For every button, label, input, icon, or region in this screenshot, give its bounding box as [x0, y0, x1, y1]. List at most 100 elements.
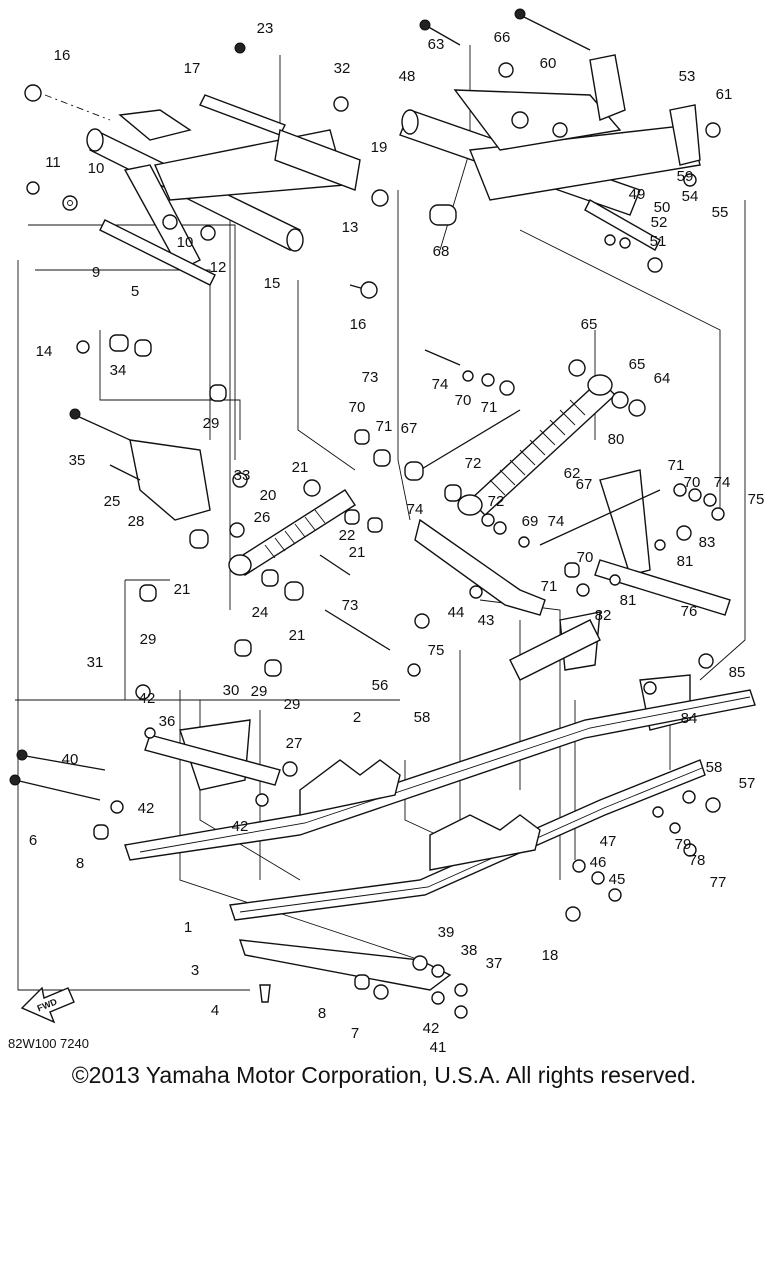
callout-8: 8 [318, 1005, 326, 1022]
fwd-arrow-icon: FWD [20, 986, 75, 1024]
callout-15: 15 [264, 275, 281, 292]
callout-74: 74 [407, 501, 424, 518]
callout-37: 37 [486, 955, 503, 972]
callout-42: 42 [139, 690, 156, 707]
callout-35: 35 [69, 452, 86, 469]
callout-54: 54 [682, 188, 699, 205]
callout-71: 71 [481, 399, 498, 416]
callout-5: 5 [131, 283, 139, 300]
callout-4: 4 [211, 1002, 219, 1019]
callout-79: 79 [675, 836, 692, 853]
callout-58: 58 [706, 759, 723, 776]
callout-70: 70 [455, 392, 472, 409]
callout-3: 3 [191, 962, 199, 979]
callout-43: 43 [478, 612, 495, 629]
callout-48: 48 [399, 68, 416, 85]
callout-80: 80 [608, 431, 625, 448]
callout-59: 59 [677, 168, 694, 185]
callout-1: 1 [184, 919, 192, 936]
callout-12: 12 [210, 259, 227, 276]
callout-58: 58 [414, 709, 431, 726]
front-shock-absorber [228, 489, 356, 576]
callout-9: 9 [92, 264, 100, 281]
callout-labels: 1234567889101011121314151616171819202121… [29, 20, 765, 1056]
callout-14: 14 [36, 343, 53, 360]
callout-29: 29 [251, 683, 268, 700]
callout-49: 49 [629, 186, 646, 203]
callout-74: 74 [548, 513, 565, 530]
callout-57: 57 [739, 775, 756, 792]
callout-70: 70 [349, 399, 366, 416]
callout-85: 85 [729, 664, 746, 681]
callout-26: 26 [254, 509, 271, 526]
callout-21: 21 [349, 544, 366, 561]
callout-61: 61 [716, 86, 733, 103]
callout-29: 29 [203, 415, 220, 432]
callout-16: 16 [54, 47, 71, 64]
exploded-parts-diagram: FWD 123456788910101112131415161617181920… [9, 8, 765, 1056]
callout-75: 75 [748, 491, 765, 508]
callout-71: 71 [541, 578, 558, 595]
callout-2: 2 [353, 709, 361, 726]
callout-74: 74 [714, 474, 731, 491]
callout-81: 81 [677, 553, 694, 570]
callout-29: 29 [140, 631, 157, 648]
callout-76: 76 [681, 603, 698, 620]
callout-70: 70 [577, 549, 594, 566]
callout-75: 75 [428, 642, 445, 659]
rods [9, 8, 661, 801]
rear-shock-absorber [457, 374, 617, 516]
callout-27: 27 [286, 735, 303, 752]
callout-23: 23 [257, 20, 274, 37]
callout-73: 73 [342, 597, 359, 614]
callout-72: 72 [488, 493, 505, 510]
callout-69: 69 [522, 513, 539, 530]
callout-50: 50 [654, 199, 671, 216]
callout-24: 24 [252, 604, 269, 621]
callout-53: 53 [679, 68, 696, 85]
callout-21: 21 [289, 627, 306, 644]
callout-83: 83 [699, 534, 716, 551]
callout-42: 42 [138, 800, 155, 817]
callout-41: 41 [430, 1039, 447, 1056]
callout-77: 77 [710, 874, 727, 891]
callout-7: 7 [351, 1025, 359, 1042]
rear-suspension-arm [399, 54, 701, 251]
callout-67: 67 [576, 476, 593, 493]
callout-65: 65 [629, 356, 646, 373]
callout-8: 8 [76, 855, 84, 872]
callout-30: 30 [223, 682, 240, 699]
callout-20: 20 [260, 487, 277, 504]
callout-64: 64 [654, 370, 671, 387]
callout-44: 44 [448, 604, 465, 621]
callout-25: 25 [104, 493, 121, 510]
callout-72: 72 [465, 455, 482, 472]
callout-55: 55 [712, 204, 729, 221]
copyright-notice: ©2013 Yamaha Motor Corporation, U.S.A. A… [71, 1062, 697, 1088]
callout-45: 45 [609, 871, 626, 888]
callout-29: 29 [284, 696, 301, 713]
callout-40: 40 [62, 751, 79, 768]
callout-63: 63 [428, 36, 445, 53]
callout-84: 84 [681, 710, 698, 727]
callout-18: 18 [542, 947, 559, 964]
callout-28: 28 [128, 513, 145, 530]
brackets [129, 439, 731, 791]
callout-21: 21 [174, 581, 191, 598]
callout-52: 52 [651, 214, 668, 231]
callout-62: 62 [564, 465, 581, 482]
slide-rails [124, 619, 756, 991]
diagram-code: 82W100 7240 [8, 1036, 89, 1051]
callout-10: 10 [177, 234, 194, 251]
callout-19: 19 [371, 139, 388, 156]
callout-67: 67 [401, 420, 418, 437]
callout-82: 82 [595, 607, 612, 624]
callout-60: 60 [540, 55, 557, 72]
callout-42: 42 [232, 818, 249, 835]
callout-13: 13 [342, 219, 359, 236]
callout-70: 70 [684, 474, 701, 491]
callout-73: 73 [362, 369, 379, 386]
callout-51: 51 [650, 233, 667, 250]
callout-81: 81 [620, 592, 637, 609]
callout-11: 11 [45, 154, 61, 171]
